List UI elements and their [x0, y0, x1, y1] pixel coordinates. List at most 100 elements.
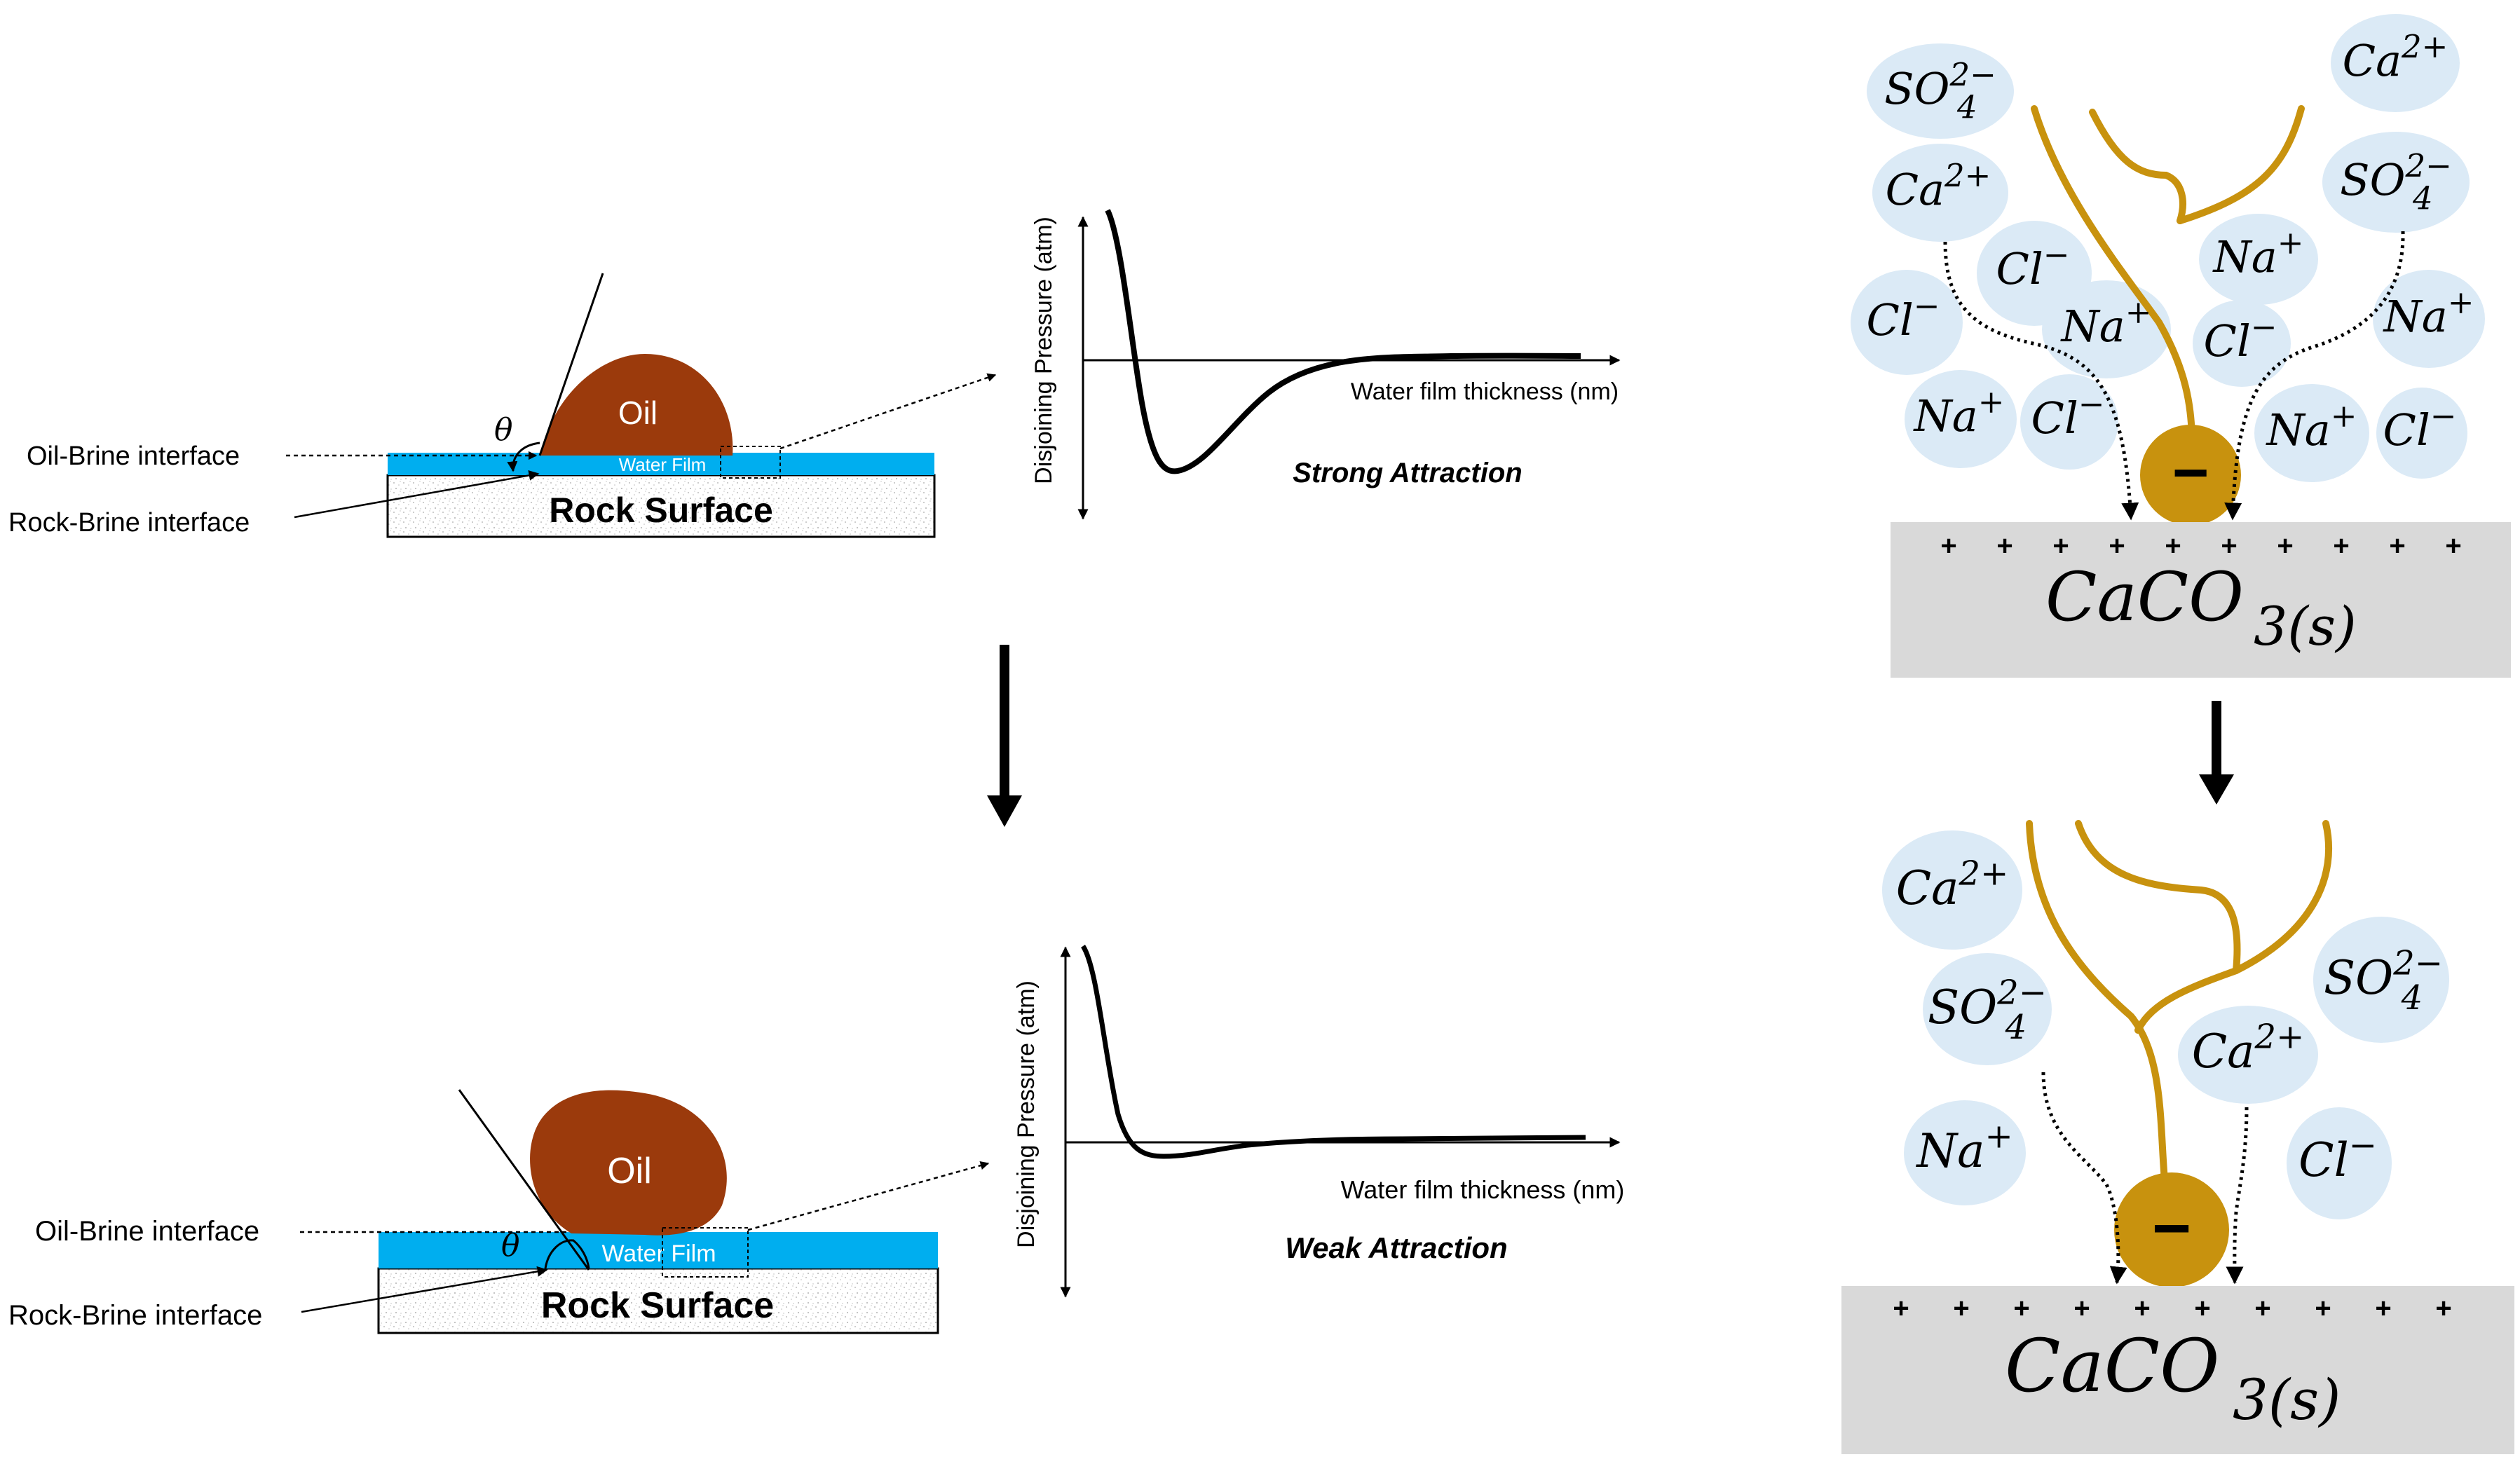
positive-charge-symbol: +: [2375, 1293, 2391, 1324]
surfactant-head: [2114, 1172, 2229, 1287]
ion-label: Na+: [1913, 383, 2005, 442]
zoom-leader: [779, 373, 997, 450]
x-axis-label: Water film thickness (nm): [1341, 1175, 1625, 1204]
transition-arrow-left: [987, 645, 1022, 827]
zoom-leader: [747, 1161, 990, 1231]
top-droplet-diagram: Oil Water Film Rock Surface θ Oil-Brine …: [8, 273, 997, 538]
rock-brine-leader: [294, 470, 540, 519]
rock-surface: [377, 1267, 939, 1334]
calcite-formula: CaCO: [2045, 558, 2244, 636]
water-film: [388, 453, 934, 475]
water-film: [379, 1232, 938, 1268]
calcite-formula: CaCO: [2005, 1323, 2219, 1409]
calcite-surface: [1891, 522, 2511, 678]
zoom-box: [720, 446, 781, 479]
theta-symbol: θ: [501, 1228, 520, 1264]
rock-surface-label: Rock Surface: [541, 1285, 774, 1326]
positive-charge-symbol: +: [2013, 1293, 2029, 1324]
strong-attraction-caption: Strong Attraction: [1293, 458, 1522, 488]
positive-charge-symbol: +: [2445, 531, 2461, 561]
x-axis-label: Water film thickness (nm): [1351, 378, 1619, 405]
disjoining-curve: [1080, 945, 1586, 1159]
ion-label: Na+: [2383, 284, 2474, 342]
calcite-formula-subscript: 3(s): [2254, 595, 2357, 657]
positive-charge-symbol: +: [2315, 1293, 2331, 1324]
positive-charge-symbol: +: [2165, 531, 2181, 561]
bottom-disjoining-plot: Disjoining Pressure (atm) Water film thi…: [1013, 945, 1625, 1298]
positive-charge-symbol: +: [2052, 531, 2069, 561]
calcite-surface: [1841, 1286, 2514, 1454]
positive-charge-symbol: +: [2333, 531, 2349, 561]
contact-angle-tangent: [538, 273, 604, 456]
negative-charge-symbol: −: [2172, 438, 2209, 508]
positive-charge-symbol: +: [2435, 1293, 2451, 1324]
y-axis-label: Disjoining Pressure (atm): [1013, 980, 1040, 1248]
ion-label: SO2−4: [1928, 973, 2047, 1047]
water-film-label: Water Film: [619, 454, 707, 475]
ion-label: Na+: [2060, 294, 2152, 352]
positive-charge-symbol: +: [2109, 531, 2125, 561]
calcite-formula-subscript: 3(s): [2233, 1367, 2341, 1432]
positive-charge-symbol: +: [1996, 531, 2012, 561]
bottom-ion-diagram: − CaCO 3(s): [1841, 820, 2514, 1454]
weak-attraction-caption: Weak Attraction: [1285, 1231, 1507, 1264]
positive-charge-symbol: +: [1940, 531, 1956, 561]
top-ion-diagram: − CaCO 3(s): [1851, 14, 2511, 678]
ion-migration-arrow: [2224, 231, 2405, 521]
ion-bubbles: [1851, 14, 2485, 482]
ion-migration-arrow: [2041, 1072, 2127, 1285]
disjoining-curve: [1105, 209, 1581, 474]
ion-bubbles: [1882, 830, 2449, 1219]
ion-label: Cl−: [1996, 236, 2070, 294]
positive-charge-symbol: +: [2073, 1293, 2090, 1324]
surfactant-head: [2140, 425, 2241, 526]
ion-label: SO2−4: [2324, 943, 2443, 1018]
oil-droplet: [540, 354, 733, 456]
zoom-box: [662, 1227, 749, 1278]
ion-label: Cl−: [1867, 287, 1940, 346]
positive-charge-symbol: +: [2194, 1293, 2210, 1324]
water-film-label: Water Film: [601, 1240, 716, 1267]
ion-label: Ca2+: [2343, 28, 2449, 86]
negative-charge-symbol: −: [2152, 1191, 2191, 1266]
top-disjoining-plot: Disjoining Pressure (atm) Water film thi…: [1030, 209, 1621, 520]
ion-label: Ca2+: [2192, 1017, 2305, 1079]
oil-brine-interface-label: Oil-Brine interface: [27, 442, 240, 471]
ion-label: Na+: [2212, 224, 2304, 282]
ion-label: Cl−: [2031, 385, 2105, 444]
positive-charge-symbol: +: [2254, 1293, 2270, 1324]
surfactant-tail: [2031, 105, 2305, 438]
rock-surface: [386, 474, 936, 538]
positive-charge-symbol: +: [2277, 531, 2293, 561]
positive-charge-symbol: +: [2389, 531, 2405, 561]
ion-label: Cl−: [2383, 397, 2457, 456]
surfactant-tail: [2026, 820, 2333, 1198]
ion-label: SO2−4: [2340, 147, 2452, 217]
ion-label: Na+: [1915, 1116, 2012, 1178]
ion-label: Ca2+: [1886, 157, 1991, 215]
ion-label: Na+: [2266, 397, 2357, 456]
top-ion-labels: SO2−4Ca2+Ca2+SO2−4Cl−Na+Cl−Na+Cl−Na+Na+C…: [1867, 28, 2474, 456]
rock-brine-interface-label: Rock-Brine interface: [8, 1300, 262, 1331]
oil-label: Oil: [607, 1151, 652, 1191]
top-surface-charges: + + + + + + + + + +: [1940, 531, 2461, 561]
positive-charge-symbol: +: [1953, 1293, 1969, 1324]
contact-angle-arc: [507, 442, 540, 472]
ion-label: Ca2+: [1896, 854, 2009, 915]
rock-brine-interface-label: Rock-Brine interface: [8, 508, 250, 538]
ion-label: Cl−: [2204, 308, 2277, 367]
rock-brine-leader: [301, 1266, 548, 1313]
contact-angle-arc: [544, 1239, 590, 1269]
oil-droplet: [530, 1090, 727, 1236]
transition-arrow-right: [2199, 701, 2234, 805]
y-axis-label: Disjoining Pressure (atm): [1030, 217, 1057, 484]
positive-charge-symbol: +: [2134, 1293, 2150, 1324]
rock-surface-label: Rock Surface: [549, 491, 773, 530]
oil-label: Oil: [618, 395, 658, 431]
ion-label: Cl−: [2298, 1126, 2377, 1187]
ion-migration-arrow: [2226, 1107, 2249, 1285]
bottom-droplet-diagram: Oil Water Film Rock Surface θ Oil-Brine …: [8, 1089, 990, 1334]
theta-symbol: θ: [494, 412, 513, 448]
positive-charge-symbol: +: [2221, 531, 2237, 561]
